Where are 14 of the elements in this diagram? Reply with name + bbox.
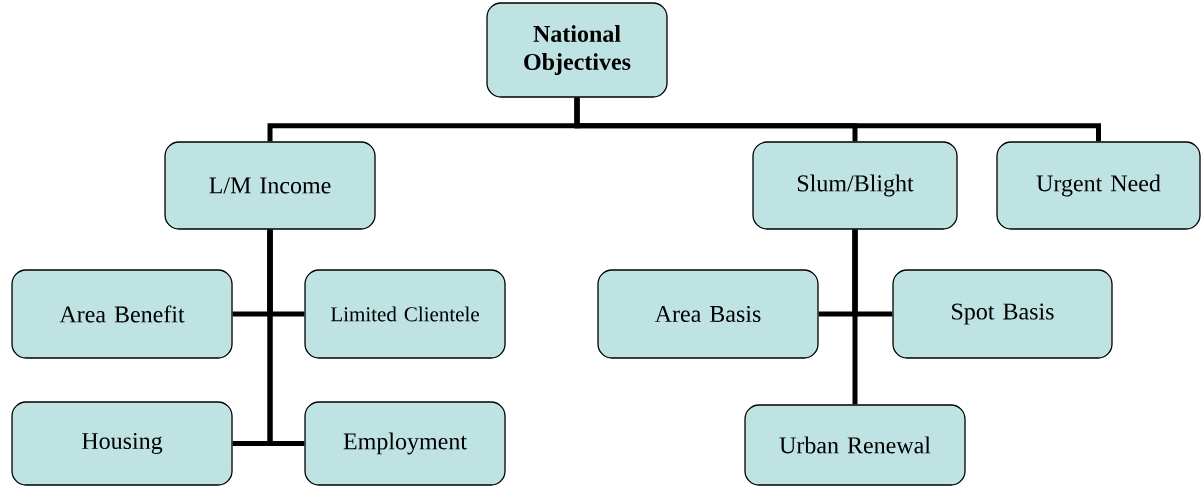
objective-box: Area Basis — [597, 269, 819, 359]
connector-line — [574, 97, 1101, 142]
objective-box: Spot Basis — [892, 269, 1113, 359]
objective-box: Slum/Blight — [752, 141, 958, 230]
objective-box: Urban Renewal — [744, 404, 966, 486]
objective-box: Employment — [304, 401, 506, 486]
objective-box: Limited Clientele — [304, 269, 506, 359]
objective-box: L/M Income — [164, 141, 376, 230]
objective-box: Housing — [11, 401, 233, 486]
objective-box: National Objectives — [486, 2, 668, 98]
objective-box: Area Benefit — [11, 269, 233, 359]
connector-line — [267, 229, 305, 446]
connector-line — [852, 229, 858, 405]
objective-box: Urgent Need — [996, 141, 1201, 230]
